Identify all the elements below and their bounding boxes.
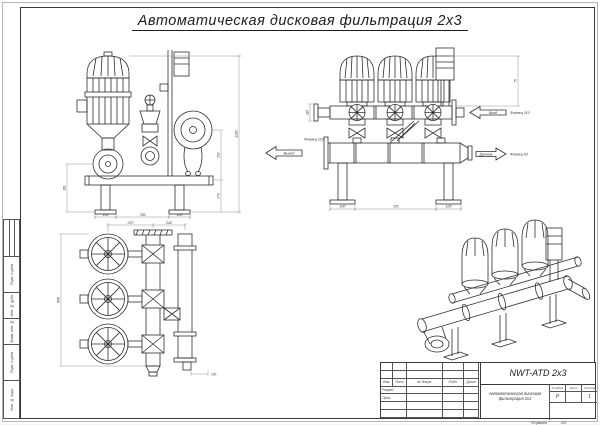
format-value: А3 xyxy=(561,419,566,425)
disc-filter xyxy=(76,51,132,151)
page-title: Автоматическая дисковая фильтрация 2х3 xyxy=(90,13,510,31)
inlet-flange-label: Фланец 110 xyxy=(510,111,530,115)
dim-front-right: 75 xyxy=(514,79,518,83)
dim-front-b2: 726 xyxy=(393,205,399,209)
tb-header-podp: Подп. xyxy=(443,378,464,387)
control-valve xyxy=(139,94,161,166)
dim-front-left: 110 xyxy=(306,110,310,115)
tb-sheet-value xyxy=(566,392,583,402)
handwheel-valves xyxy=(79,233,143,365)
dim-side-height: 1162 xyxy=(235,130,239,138)
tb-header-izm: Изм. xyxy=(381,378,393,387)
iso-legs xyxy=(442,294,568,361)
dim-side-b1: 100 xyxy=(103,213,109,217)
dim-top-left: 856 xyxy=(57,297,61,303)
tb-role-razrab: Разраб. xyxy=(381,386,407,395)
page-title-text: Автоматическая дисковая фильтрация 2х3 xyxy=(131,13,469,31)
title-block-revision-table: Изм. Лист № докум. Подп. Дата Разраб. Пр… xyxy=(381,363,480,418)
dim-top-t2: 242 xyxy=(165,221,172,225)
manifold-and-legs xyxy=(84,175,214,215)
document-name: Автоматическая дисковая фильтрация 2х3 xyxy=(488,391,542,401)
diagonal-brace xyxy=(391,120,420,142)
dim-top-t1: 257 xyxy=(127,221,135,225)
tb-header-dokum: № докум. xyxy=(407,378,443,387)
tb-sheets-value: 1 xyxy=(588,394,591,400)
drain-arrow xyxy=(475,147,507,161)
title-block: Изм. Лист № докум. Подп. Дата Разраб. Пр… xyxy=(380,362,598,420)
elbow-flange xyxy=(92,148,124,180)
iso-filters xyxy=(461,219,549,295)
dim-side-h1: 252 xyxy=(217,152,221,159)
side-view-drawing: 100 796 100 1162 252 270 301 xyxy=(63,50,241,219)
tb-role-prov: Пров. xyxy=(381,394,407,403)
middle-pipe xyxy=(133,229,173,377)
isometric-view-drawing xyxy=(417,219,591,361)
top-view-dimensions xyxy=(59,223,209,376)
inlet-arrow-label: Вход xyxy=(489,111,497,115)
left-margin-stamp: Подп. и дата Инв. № дубл. Взам. инв. № П… xyxy=(3,219,20,419)
title-block-main: NWT-ATD 2x3 Автоматическая дисковая филь… xyxy=(480,363,598,420)
tb-sheets-label: Листов xyxy=(584,385,596,390)
lower-manifold xyxy=(323,136,473,170)
right-pipe xyxy=(163,233,197,371)
iso-lower-manifold xyxy=(417,275,591,333)
dim-front-b3: 100 xyxy=(446,205,452,209)
stamp-box-vzam-inv: Взам. инв. № xyxy=(3,319,20,345)
controller-mast xyxy=(159,50,190,176)
outlet-flange-label: Фланец 110 xyxy=(304,138,324,142)
front-view-dimensions xyxy=(308,55,520,211)
outlet-arrow-label: Выход xyxy=(284,152,295,156)
front-view-drawing: Выход Фланец 110 Вход Фланец 110 Дренаж … xyxy=(265,47,530,211)
support-legs xyxy=(329,162,462,205)
tb-sheet-label: Лист xyxy=(566,384,583,391)
controller-column xyxy=(435,47,455,106)
left-stamp-grid xyxy=(3,219,20,257)
drawing-frame xyxy=(20,7,595,419)
stamp-box-podp-data-2: Подп. и дата xyxy=(3,345,20,381)
tb-header-data: Дата xyxy=(464,378,479,387)
iso-upper-manifold xyxy=(448,256,582,304)
drain-arrow-label: Дренаж xyxy=(479,153,494,157)
stamp-box-inv-podl: Инв. № подл. xyxy=(3,381,20,419)
top-view-drawing: 257 242 856 100 xyxy=(57,221,217,377)
tb-stage-label: Стадия xyxy=(550,384,567,391)
dim-top-br: 100 xyxy=(211,373,217,377)
stamp-box-podp-data-1: Подп. и дата xyxy=(3,257,20,293)
format-note: Формат А3 xyxy=(531,420,566,425)
document-designation: NWT-ATD 2x3 xyxy=(481,363,595,385)
dim-side-b3: 100 xyxy=(177,213,183,217)
butterfly-valve xyxy=(173,110,213,176)
stamp-box-inv-dubl: Инв. № дубл. xyxy=(3,293,20,319)
side-view-dimensions xyxy=(65,54,241,219)
iso-outlet-elbow xyxy=(423,326,450,353)
drain-flange-label: Фланец 63 xyxy=(510,153,528,157)
disc-filters xyxy=(339,55,451,144)
dim-side-b2: 796 xyxy=(140,213,146,217)
dim-side-h2: 270 xyxy=(217,193,221,200)
title-block-stage-columns: Стадия Лист Листов Р 1 xyxy=(549,384,598,420)
dim-front-b1: 100 xyxy=(340,205,346,209)
iso-controller xyxy=(545,227,563,282)
format-label: Формат xyxy=(531,419,548,425)
tb-header-list: Лист xyxy=(393,378,407,387)
tb-stage-value: Р xyxy=(550,392,567,402)
dim-side-left: 301 xyxy=(63,185,67,191)
outlet-arrow xyxy=(265,145,303,161)
inlet-arrow xyxy=(469,105,507,120)
